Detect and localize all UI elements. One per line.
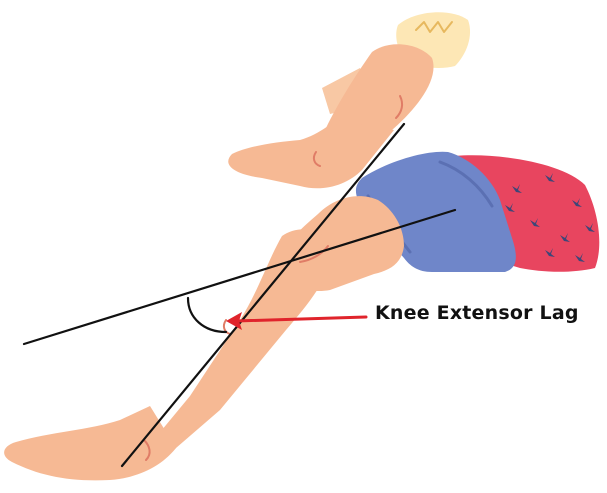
extended-shin	[142, 229, 331, 458]
foot	[4, 406, 176, 480]
extended-leg	[4, 196, 404, 480]
lag-angle-arc	[188, 298, 226, 332]
knee-extensor-lag-label: Knee Extensor Lag	[375, 302, 579, 324]
